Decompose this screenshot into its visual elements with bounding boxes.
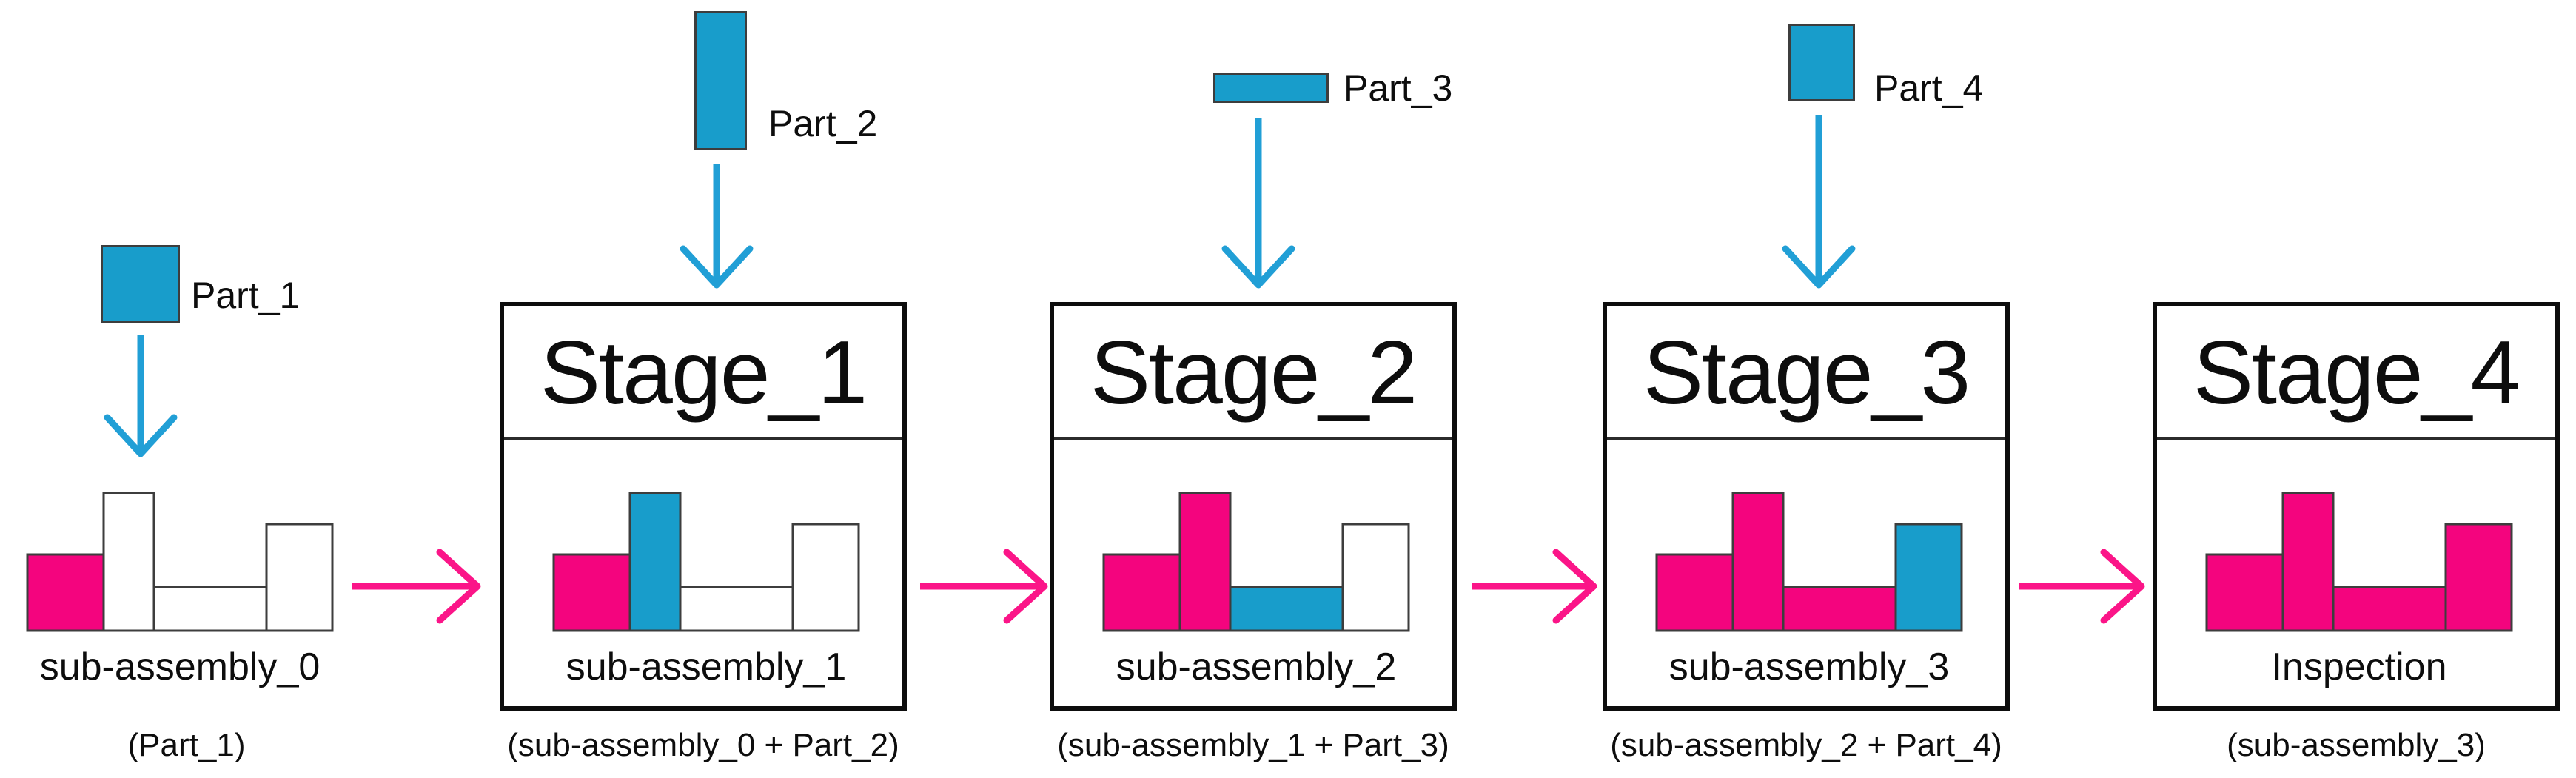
flow-arrow-icon (920, 546, 1048, 627)
part-block (694, 11, 747, 150)
bar-part-1 (1655, 553, 1734, 632)
unit-caption: (sub-assembly_2 + Part_4) (1610, 727, 2002, 763)
part-block (1213, 73, 1329, 103)
stage-title: Stage_1 (540, 321, 868, 423)
chart-label: sub-assembly_0 (39, 645, 321, 688)
bar-part-1 (2205, 553, 2284, 632)
bar-part-2 (102, 492, 155, 632)
bar-part-3 (2332, 586, 2447, 632)
stage-header: Stage_3 (1607, 306, 2005, 440)
bar-part-3 (679, 586, 794, 632)
sub-assembly-chart (1655, 492, 1963, 632)
stage-box: Stage_2 (1050, 302, 1457, 711)
unit-caption: (sub-assembly_1 + Part_3) (1057, 727, 1449, 763)
stage-title: Stage_3 (1643, 321, 1971, 423)
part-block (1788, 24, 1855, 101)
part-block (101, 245, 180, 323)
stage-header: Stage_1 (504, 306, 902, 440)
unit-caption: (Part_1) (127, 727, 246, 763)
bar-part-3 (1229, 586, 1344, 632)
part-drop-arrow-icon (1218, 118, 1299, 289)
flow-arrow-icon (352, 546, 481, 627)
part-label: Part_3 (1344, 67, 1453, 109)
sub-assembly-chart (26, 492, 334, 632)
chart-label: Inspection (2271, 645, 2447, 688)
bar-part-2 (1731, 492, 1785, 632)
bar-part-2 (2281, 492, 2335, 632)
stage-box: Stage_3 (1603, 302, 2010, 711)
part-drop-arrow-icon (676, 164, 757, 289)
unit-caption: (sub-assembly_0 + Part_2) (507, 727, 899, 763)
part-label: Part_1 (191, 275, 301, 316)
bar-part-4 (1341, 523, 1410, 632)
chart-label: sub-assembly_3 (1668, 645, 1950, 688)
stage-title: Stage_4 (2193, 321, 2521, 423)
unit-caption: (sub-assembly_3) (2227, 727, 2486, 763)
bar-part-3 (1782, 586, 1897, 632)
chart-label: sub-assembly_2 (1116, 645, 1397, 688)
bar-part-4 (265, 523, 334, 632)
sub-assembly-chart (552, 492, 860, 632)
stage-header: Stage_4 (2157, 306, 2555, 440)
chart-label: sub-assembly_1 (566, 645, 847, 688)
flow-arrow-icon (2019, 546, 2145, 627)
flow-arrow-icon (1472, 546, 1597, 627)
stage-box: Stage_1 (500, 302, 907, 711)
bar-part-2 (628, 492, 682, 632)
bar-part-1 (552, 553, 631, 632)
part-drop-arrow-icon (100, 335, 181, 457)
bar-part-3 (152, 586, 268, 632)
stage-title: Stage_2 (1090, 321, 1418, 423)
bar-part-1 (26, 553, 105, 632)
bar-part-1 (1102, 553, 1181, 632)
sub-assembly-chart (1102, 492, 1410, 632)
part-label: Part_4 (1874, 67, 1984, 109)
bar-part-4 (1894, 523, 1963, 632)
bar-part-4 (791, 523, 860, 632)
bar-part-2 (1178, 492, 1232, 632)
stage-box: Stage_4 (2153, 302, 2560, 711)
part-label: Part_2 (768, 103, 878, 144)
bar-part-4 (2444, 523, 2513, 632)
part-drop-arrow-icon (1778, 115, 1859, 289)
stage-header: Stage_2 (1054, 306, 1452, 440)
sub-assembly-chart (2205, 492, 2513, 632)
